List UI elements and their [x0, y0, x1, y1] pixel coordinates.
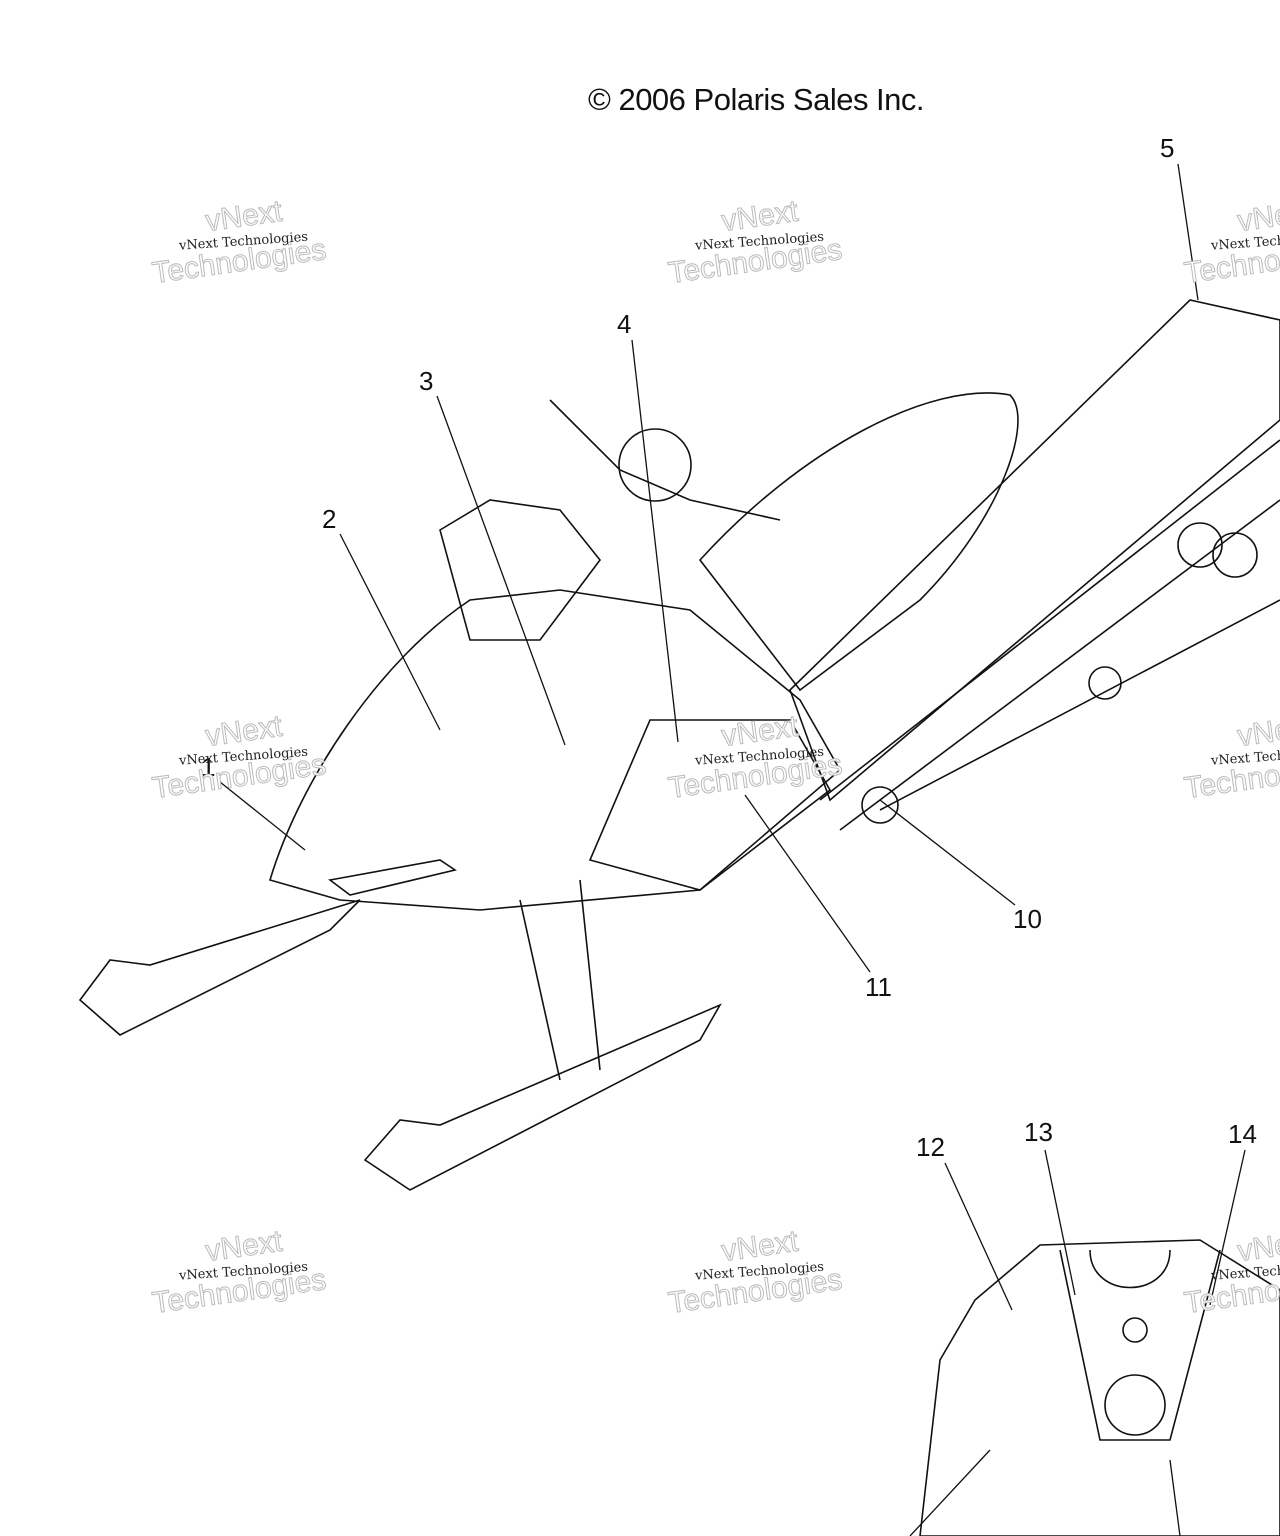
callout-5: 5	[1160, 133, 1175, 163]
ski-left	[78, 899, 361, 1036]
suspension	[519, 879, 601, 1081]
side-panel	[588, 719, 832, 891]
leader-lines	[219, 163, 1246, 1536]
windshield	[439, 499, 602, 641]
callout-2: 2	[322, 504, 337, 534]
ski-right	[363, 1003, 722, 1191]
inset-gauge	[1104, 1374, 1166, 1436]
callout-13: 13	[1024, 1117, 1053, 1147]
callout-3: 3	[419, 366, 434, 396]
callout-1: 1	[201, 752, 216, 782]
copyright-text: © 2006 Polaris Sales Inc.	[588, 82, 925, 117]
seat	[698, 392, 1019, 692]
handlebar	[549, 399, 781, 521]
rear-wheel	[1212, 532, 1258, 578]
idler-wheel	[861, 786, 899, 824]
rail	[819, 439, 1280, 831]
callout-14: 14	[1228, 1119, 1257, 1149]
headlight	[328, 859, 457, 896]
callout-12: 12	[916, 1132, 945, 1162]
callout-4: 4	[617, 309, 632, 339]
inset-hood-detail	[1059, 1249, 1221, 1441]
tunnel	[789, 299, 1280, 802]
hood	[269, 589, 842, 911]
inset-gauge	[1122, 1317, 1148, 1343]
callout-10: 10	[1013, 904, 1042, 934]
idler-wheel	[1088, 666, 1122, 700]
mirror	[618, 428, 692, 502]
callout-11: 11	[865, 972, 892, 1002]
inset-hood	[919, 1239, 1280, 1536]
rear-wheel	[1177, 522, 1223, 568]
